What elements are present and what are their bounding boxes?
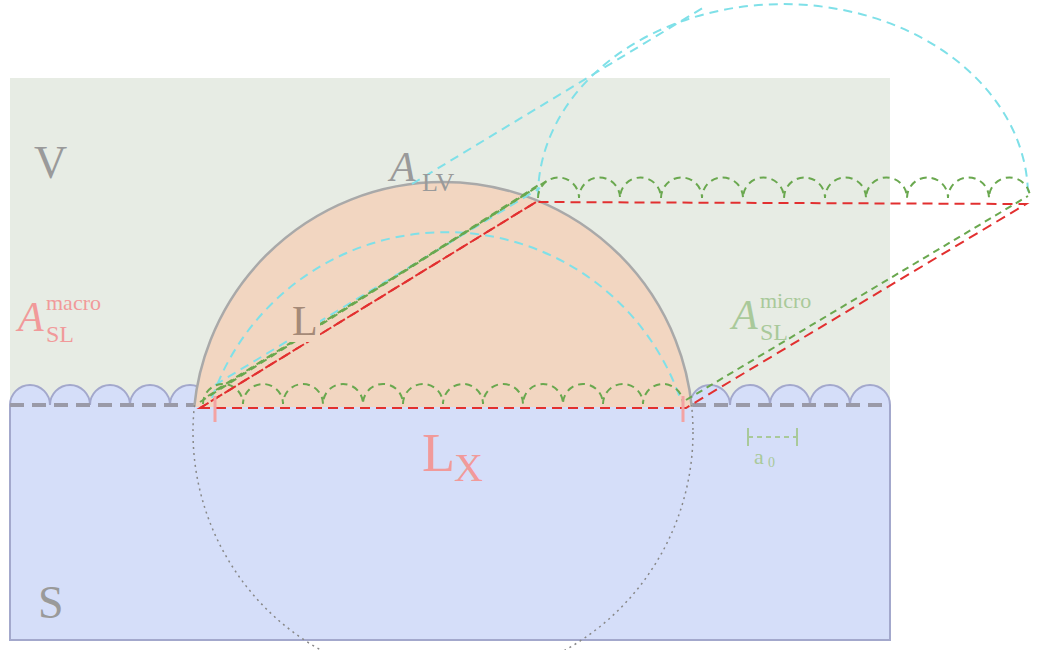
cyan-extrusion: [212, 4, 1028, 398]
a0-line: [748, 436, 797, 438]
droplet-circle-continuation: [193, 405, 693, 650]
micro-surface-dashed: [200, 177, 1030, 404]
region-label: S: [36, 580, 66, 626]
micro-bumps: [203, 384, 683, 404]
cyan-edge: [412, 6, 706, 184]
spacing-subscript: 0: [766, 456, 777, 470]
area-subscript: SL: [44, 322, 76, 346]
red-edge: [200, 202, 536, 408]
area-symbol: A: [16, 296, 46, 338]
liquid-droplet: [193, 182, 693, 407]
cyan-dome-copy: [538, 4, 1028, 196]
area-symbol: A: [730, 294, 760, 336]
area-subscript: SL: [758, 320, 790, 344]
green-edge: [216, 180, 548, 390]
red-area-parallelogram: [200, 202, 1026, 408]
lx-ticks: [215, 396, 683, 422]
region-label: V: [32, 140, 69, 186]
region-label: L: [290, 300, 320, 342]
lx-tick: [214, 396, 217, 422]
spacing-symbol: a: [752, 446, 766, 468]
micro-bumps: [538, 177, 1030, 198]
area-symbol: A: [388, 146, 418, 188]
length-subscript: X: [452, 448, 485, 488]
cyan-edge: [215, 188, 540, 385]
lx-tick: [682, 396, 685, 422]
solid-substrate: [10, 385, 890, 640]
red-parallelogram: [200, 202, 1026, 408]
green-edge: [686, 196, 1028, 400]
length-symbol: L: [420, 426, 457, 480]
area-superscript: micro: [758, 290, 813, 312]
area-subscript: LV: [420, 170, 456, 196]
a0-dimension: [748, 428, 797, 446]
area-superscript: macro: [44, 292, 103, 314]
